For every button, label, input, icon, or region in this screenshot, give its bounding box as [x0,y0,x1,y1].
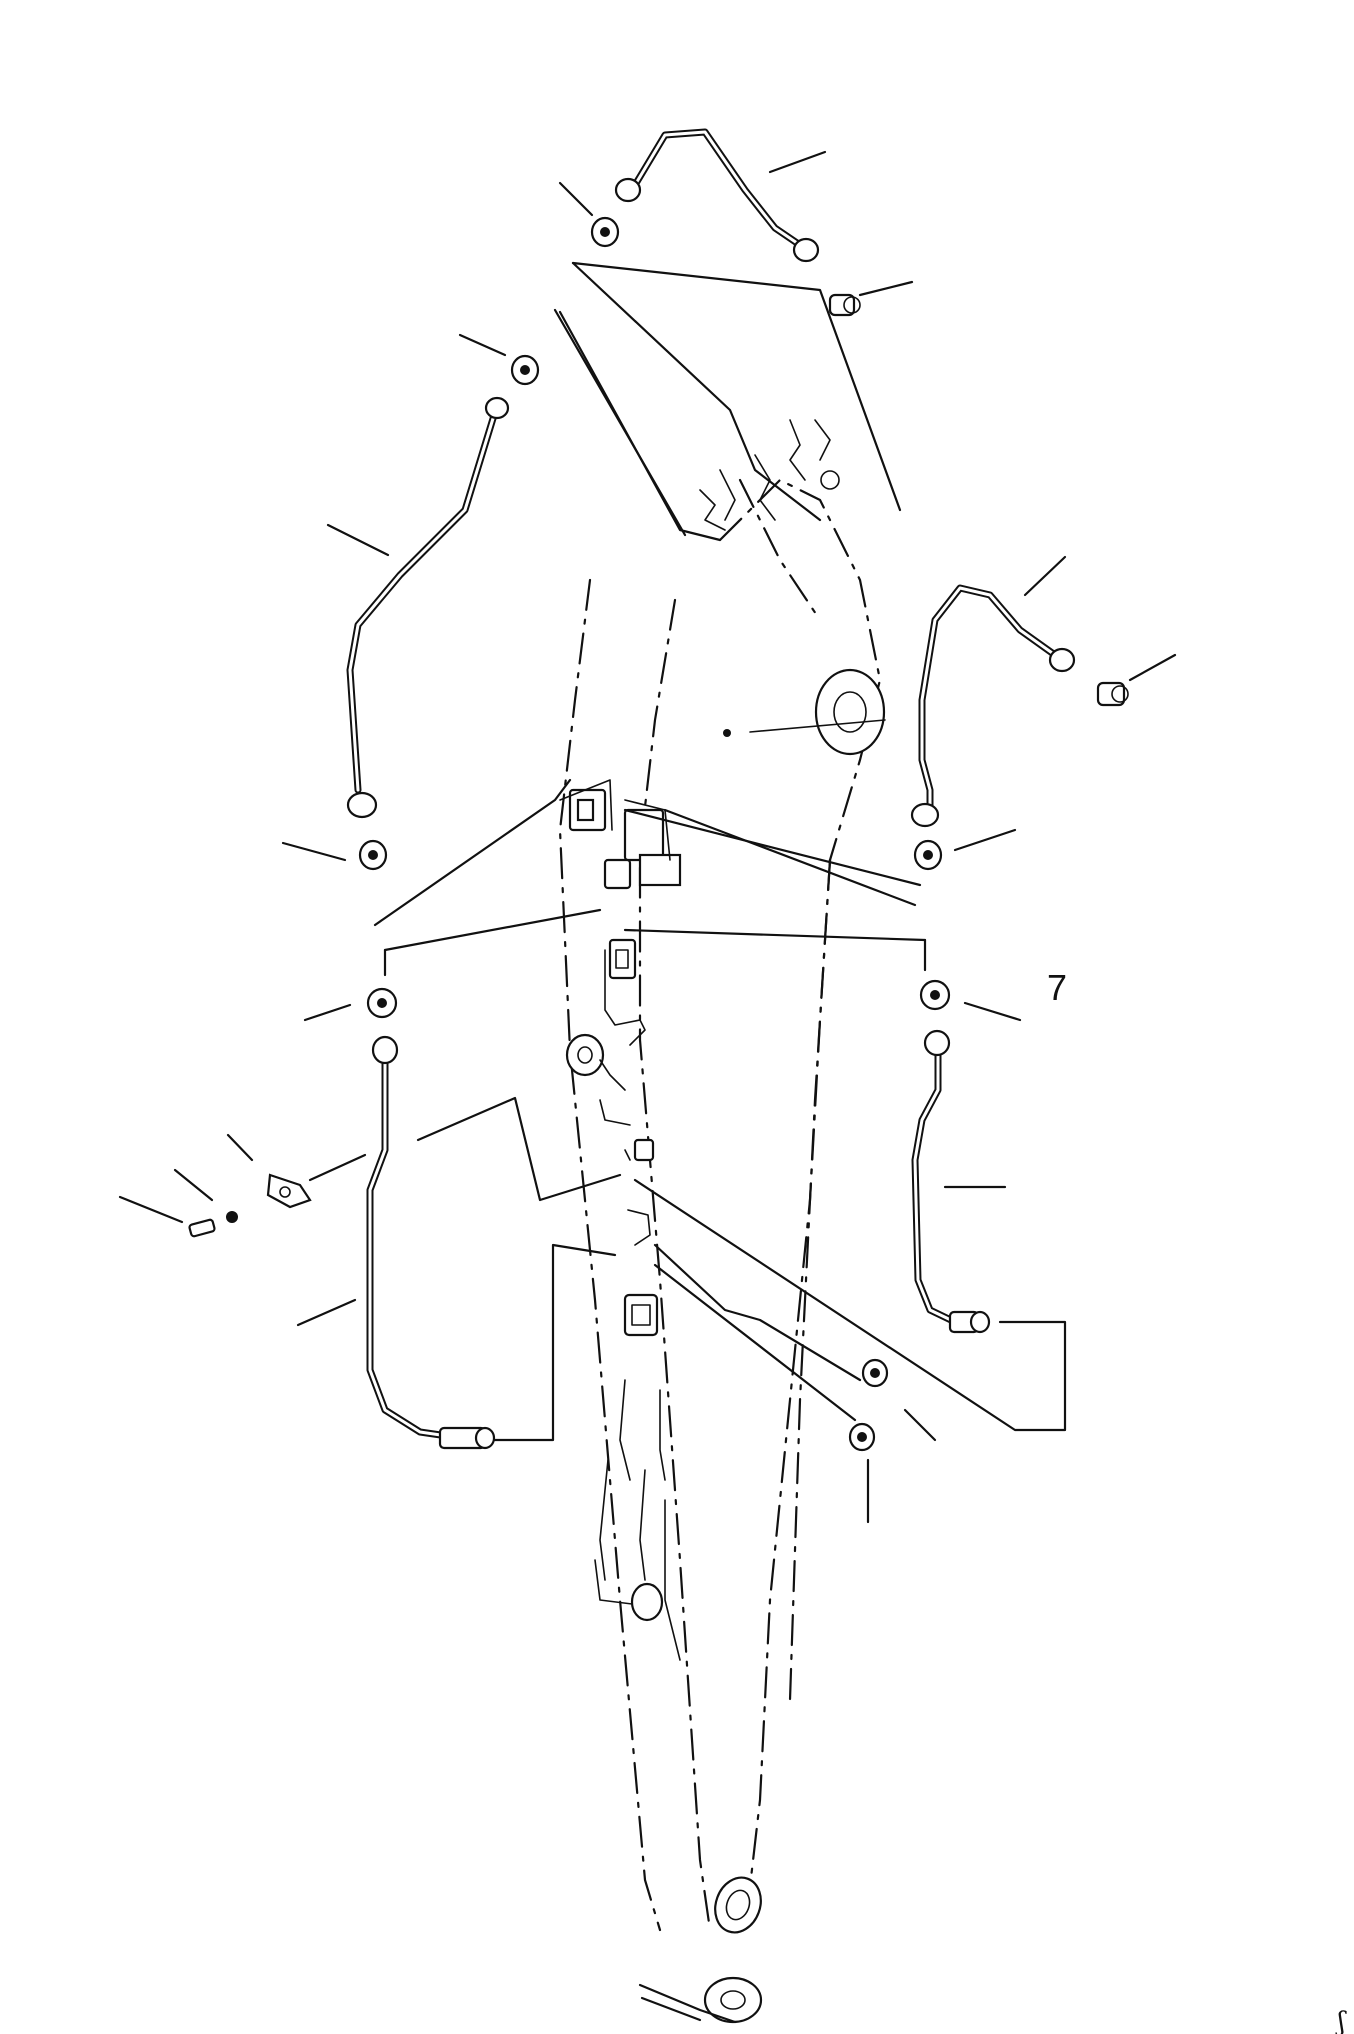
center-bracket-lower [594,1293,681,1661]
clamp-bolt-group [118,1096,622,1238]
right-lower-fitting: 7 [919,967,1067,1022]
lower-center-fittings [848,1358,937,1524]
top-right-plug [828,280,914,317]
left-boss [565,1033,605,1077]
right-middle-fitting [913,828,1017,871]
callout-label-7: 7 [1047,967,1067,1008]
right-lower-pipe [911,1029,1007,1334]
corner-mark: ʃ [1335,2007,1347,2034]
top-pipe-upper [614,128,827,263]
left-lower-pipe [296,1035,617,1450]
left-top-fitting [458,333,540,386]
boom-foot-pin [638,1876,763,2024]
center-bracket-upper [559,779,927,972]
left-upper-pipe [326,396,510,819]
top-left-fitting [558,181,620,248]
left-leader-lines [373,778,602,977]
center-bracket-middle [599,938,655,1246]
lower-center-leaders [633,1178,1067,1432]
plate-fittings [699,419,840,531]
right-upper-pipe [910,555,1076,828]
boom-pin-boss [723,668,886,756]
right-leader-lines [623,808,922,887]
left-lower-fitting [303,987,398,1022]
left-middle-fitting [281,839,388,871]
right-upper-plug [1096,653,1177,707]
top-plate-leader-lines [553,261,902,542]
